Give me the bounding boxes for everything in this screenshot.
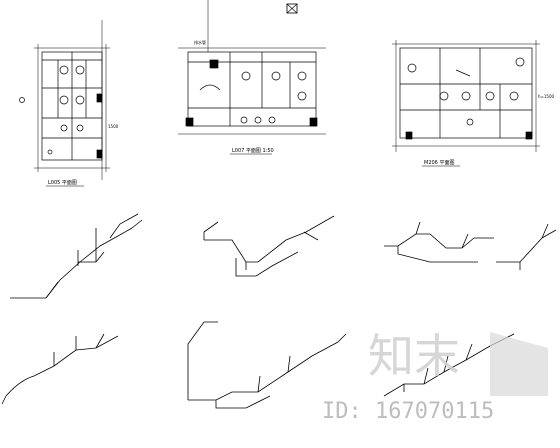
plan-left	[19, 20, 110, 180]
plan-right	[392, 40, 540, 152]
riser-diagram-3	[384, 221, 557, 270]
riser-diagram-5	[187, 321, 347, 409]
watermark-logo-shape	[490, 332, 548, 396]
plan-right-elev-label: h=1500	[538, 94, 555, 99]
plan-middle-pipe-label: 排水管	[194, 39, 206, 45]
watermark: 知末 ID: 167070115	[322, 329, 548, 424]
title-mark	[286, 3, 298, 14]
riser-diagram-2	[203, 215, 335, 277]
plan-left-dim-label: 1500	[108, 124, 119, 129]
plan-middle	[178, 0, 326, 135]
riser-diagram-1	[10, 213, 143, 299]
plan-middle-caption: L007 平面图 1:50	[232, 148, 274, 154]
plan-left-caption: L005 平面图	[48, 180, 77, 186]
riser-diagram-4	[1, 333, 119, 405]
watermark-id: ID: 167070115	[322, 399, 494, 424]
plan-right-caption: M206 平面图	[424, 160, 454, 166]
watermark-brand: 知末	[368, 329, 460, 383]
